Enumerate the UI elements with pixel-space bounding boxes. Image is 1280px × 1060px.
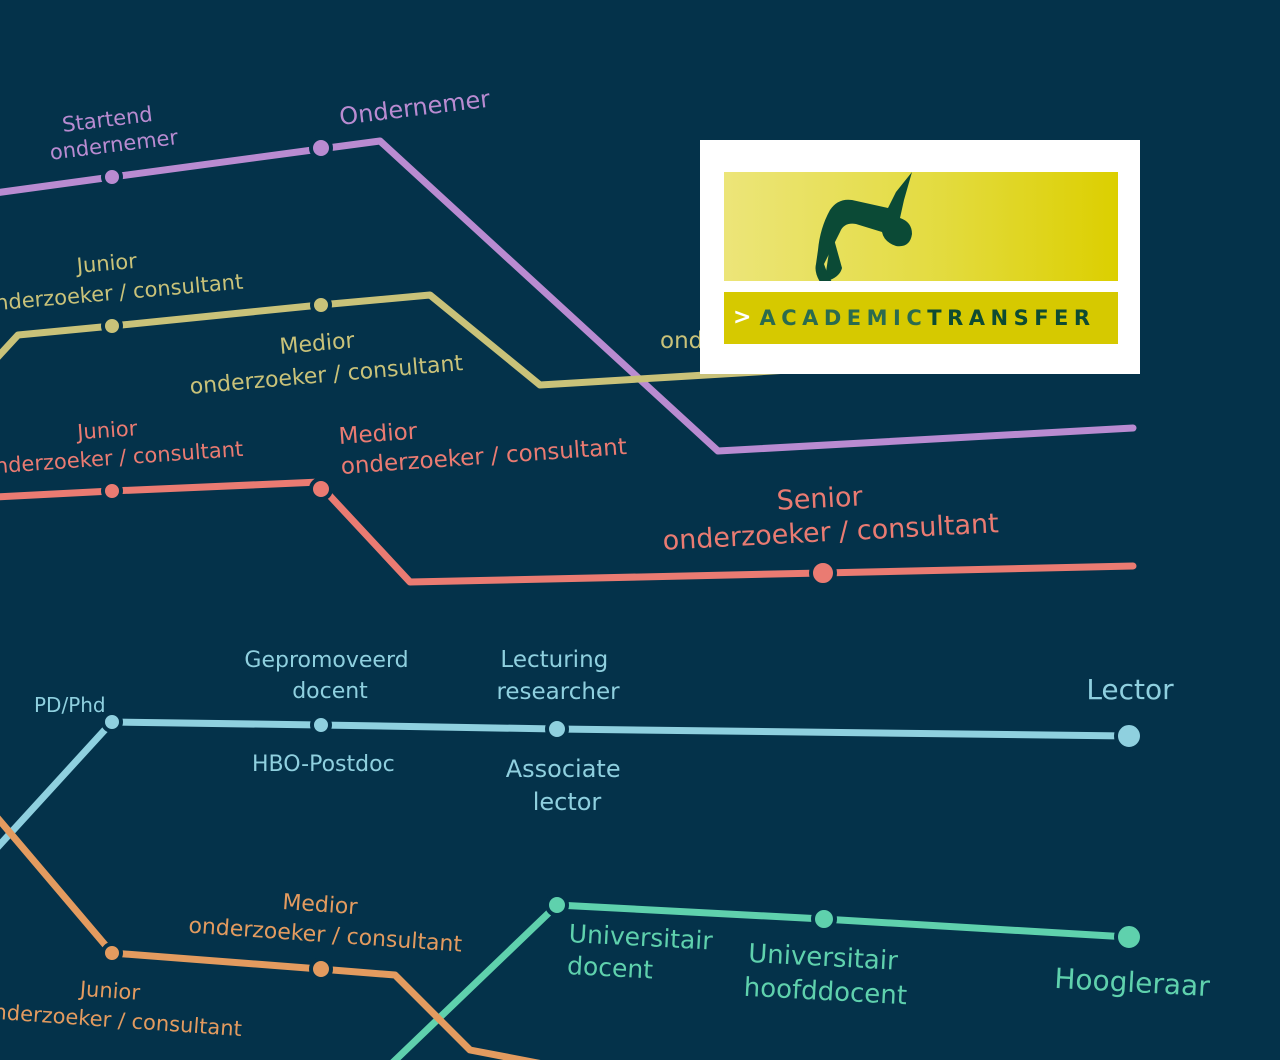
logo-text-academic: ACADEMIC — [759, 305, 928, 330]
entrepreneur-line — [0, 137, 1137, 455]
olive-junior-node — [101, 315, 123, 337]
gepromoveerd-docent-label: Gepromoveerd docent — [244, 648, 415, 704]
lector-node — [1114, 721, 1144, 751]
academictransfer-logo: > ACADEMICTRANSFER — [700, 140, 1140, 374]
diver-icon — [815, 172, 912, 281]
ondernemer-node — [309, 136, 333, 160]
startend-ondernemer-node — [101, 166, 123, 188]
orange-line — [0, 815, 541, 1060]
lector-label: Lector — [1086, 673, 1174, 706]
orange-track: Medior onderzoeker / consultant Junior o… — [0, 815, 541, 1060]
orange-medior-label: Medior onderzoeker / consultant — [188, 884, 466, 958]
startend-ondernemer-label: Startend ondernemer — [45, 99, 179, 164]
lecturing-researcher-label: Lecturing researcher — [496, 647, 620, 705]
orange-junior-label: Junior onderzoeker / consultant — [0, 970, 245, 1041]
olive-research-track: Junior onderzoeker / consultant Medior o… — [0, 240, 826, 400]
orange-junior-node — [101, 942, 123, 964]
logo-text: ACADEMICTRANSFER — [759, 305, 1096, 330]
logo-banner — [724, 172, 1118, 281]
red-medior-node — [309, 477, 333, 501]
red-senior-node — [809, 559, 837, 587]
pd-phd-label: PD/Phd — [34, 693, 106, 717]
lecturing-researcher-node — [545, 717, 569, 741]
universitair-docent-node — [545, 893, 569, 917]
universitair-hoofddocent-node — [811, 906, 837, 932]
olive-medior-node — [310, 294, 332, 316]
olive-medior-label: Medior onderzoeker / consultant — [186, 319, 464, 400]
orange-medior-node — [309, 957, 333, 981]
arrow-icon: > — [733, 305, 752, 330]
university-track: Universitair docent Universitair hoofddo… — [390, 893, 1211, 1060]
logo-text-transfer: TRANSFER — [927, 305, 1096, 330]
university-line — [390, 901, 1132, 1060]
hoogleraar-label: Hoogleraar — [1054, 962, 1211, 1003]
universitair-docent-label: Universitair docent — [566, 919, 721, 988]
associate-lector-label: Associate lector — [506, 755, 629, 816]
gepromoveerd-docent-node — [310, 714, 332, 736]
red-junior-label: Junior onderzoeker / consultant — [0, 409, 244, 479]
logo-wordmark: > ACADEMICTRANSFER — [724, 292, 1118, 344]
olive-senior-label-partial: ond — [660, 328, 703, 354]
hbo-postdoc-label: HBO-Postdoc — [252, 752, 395, 777]
universitair-hoofddocent-label: Universitair hoofddocent — [743, 939, 909, 1011]
pd-phd-node — [101, 711, 123, 733]
hoogleraar-node — [1114, 922, 1144, 952]
hbo-track: PD/Phd Gepromoveerd docent HBO-Postdoc L… — [0, 647, 1174, 850]
olive-junior-label: Junior onderzoeker / consultant — [0, 240, 244, 317]
red-junior-node — [101, 480, 123, 502]
hbo-line — [0, 718, 1132, 850]
red-research-track: Junior onderzoeker / consultant Medior o… — [0, 404, 1137, 587]
red-senior-label: Senior onderzoeker / consultant — [660, 474, 999, 557]
ondernemer-label: Ondernemer — [338, 85, 492, 131]
red-medior-label: Medior onderzoeker / consultant — [338, 404, 628, 480]
